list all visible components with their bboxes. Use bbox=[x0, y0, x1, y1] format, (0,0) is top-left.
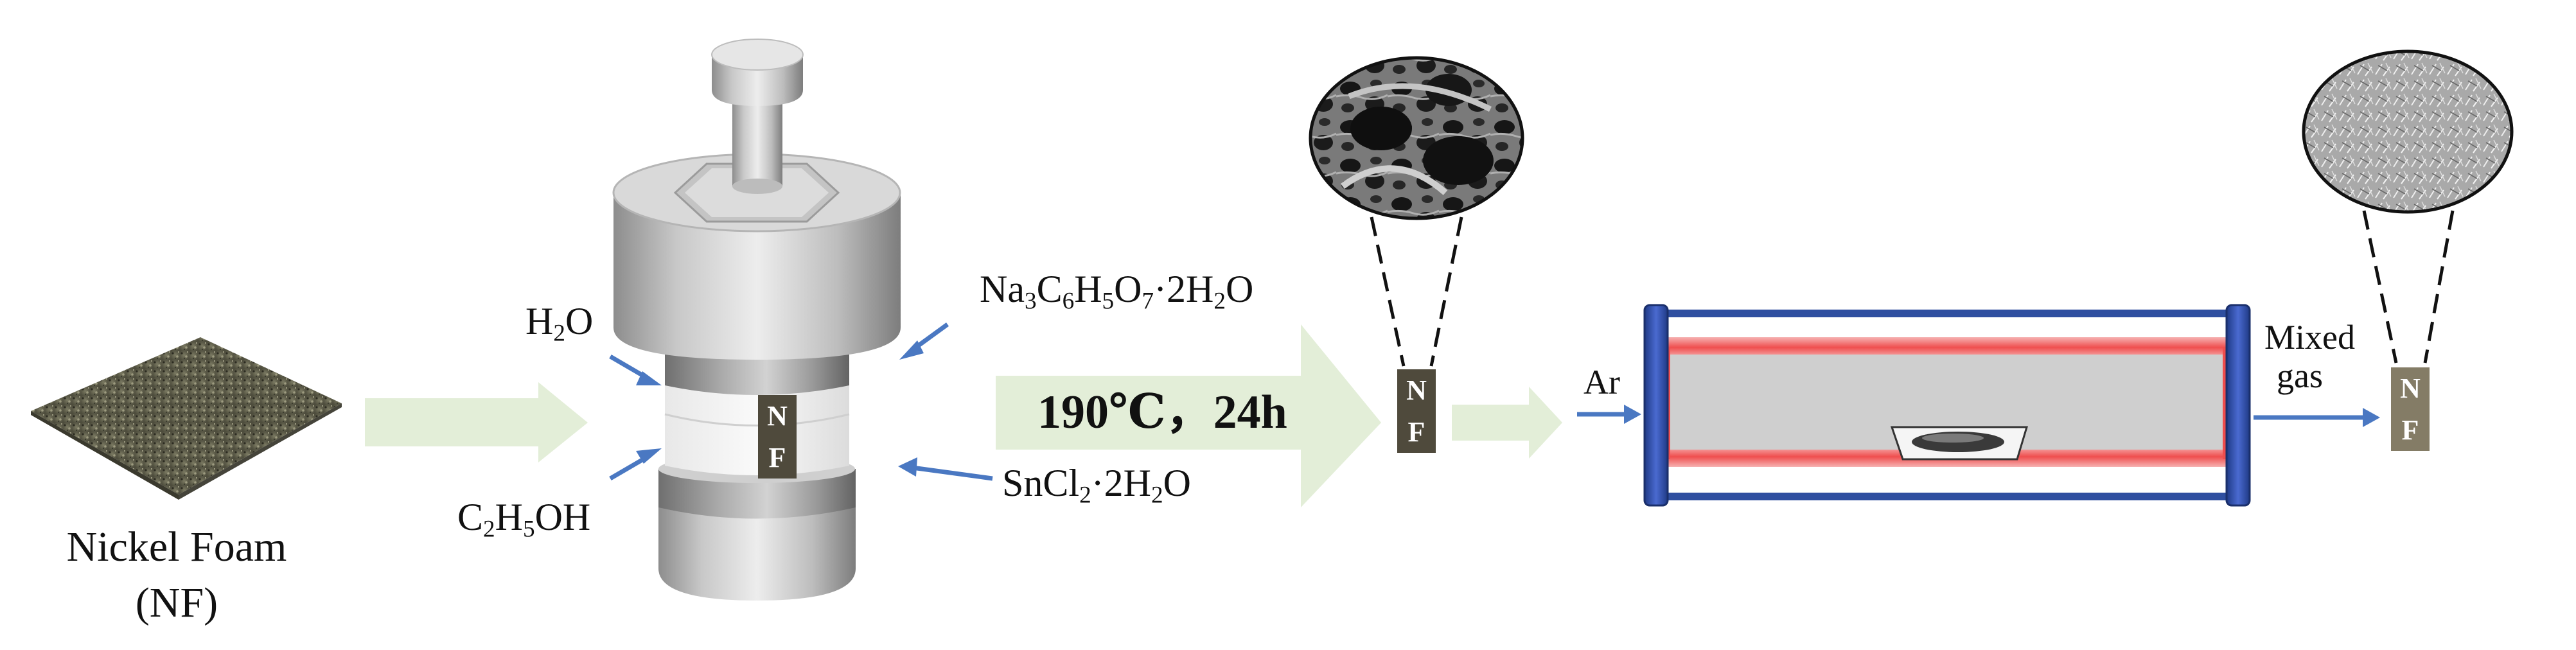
reagent-sodium-citrate: Na3C6H5O7·2H2O bbox=[980, 268, 1254, 315]
reagent-arrows bbox=[609, 322, 993, 481]
sem-image-foam bbox=[1309, 56, 1524, 220]
reagent-tin-chloride: SnCl2·2H2O bbox=[1002, 462, 1191, 509]
gas-arrows bbox=[1577, 405, 2380, 427]
tube-furnace bbox=[1643, 304, 2251, 507]
zoom-line-left-2 bbox=[2362, 210, 2398, 364]
sem-image-product bbox=[2302, 49, 2514, 214]
zoom-line-right-2 bbox=[2423, 210, 2455, 364]
process-arrow-1 bbox=[365, 382, 588, 462]
reagent-ethanol: C2H5OH bbox=[457, 496, 591, 543]
nickel-foam-sheet bbox=[31, 337, 342, 500]
gas-inlet-label: Ar bbox=[1584, 363, 1620, 401]
nickel-foam-caption: Nickel Foam (NF) bbox=[42, 519, 312, 631]
autoclave-reactor bbox=[612, 39, 901, 601]
reaction-condition: 190℃，24h bbox=[1037, 386, 1287, 439]
nickel-foam-abbrev: (NF) bbox=[135, 579, 218, 627]
gas-outlet-label: Mixed gas bbox=[2264, 318, 2355, 396]
zoom-line-left-1 bbox=[1370, 216, 1406, 367]
process-arrow-2 bbox=[996, 324, 1381, 507]
nickel-foam-name: Nickel Foam bbox=[66, 523, 287, 570]
reagent-water: H2O bbox=[525, 300, 594, 347]
zoom-line-right-1 bbox=[1429, 216, 1463, 367]
process-arrow-3 bbox=[1452, 387, 1562, 459]
